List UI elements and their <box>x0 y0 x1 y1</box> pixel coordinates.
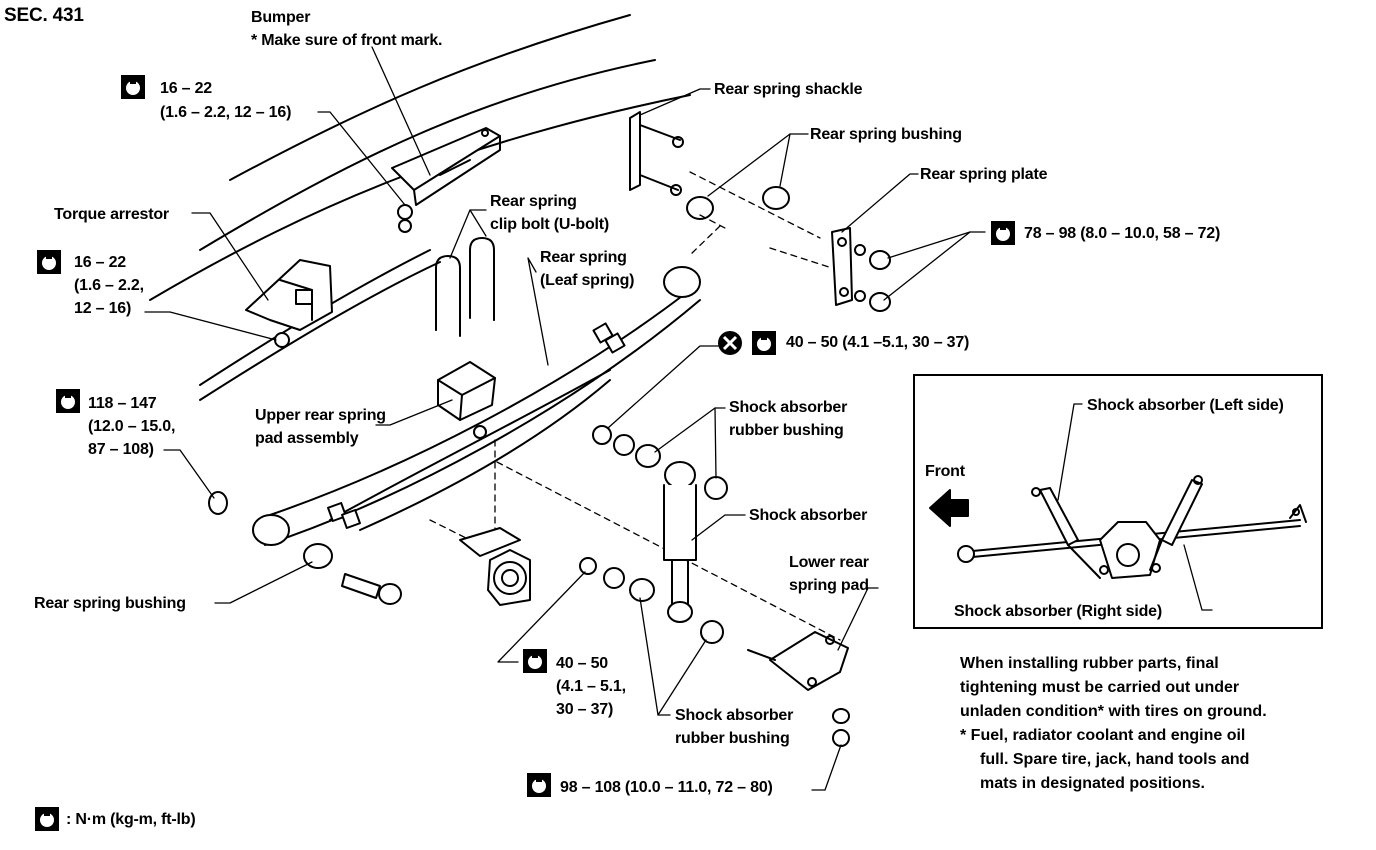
rear-bushing-bolt-part <box>208 491 402 605</box>
label-rear-spring-shackle: Rear spring shackle <box>714 81 863 98</box>
torque-wrench-icon <box>35 807 59 831</box>
torque-spec-shock-upper: 40 – 50 (4.1 –5.1, 30 – 37) <box>786 334 970 351</box>
lower-spring-pad-part <box>747 631 850 747</box>
rear-spring-bushings-top <box>686 186 790 220</box>
upper-spring-pad-part <box>437 361 496 421</box>
torque-spec-torque-arrestor: 16 – 22(1.6 – 2.2,12 – 16) <box>74 254 144 317</box>
installation-notes: When installing rubber parts, final tigh… <box>960 655 1267 792</box>
leaf-spring-part <box>252 266 701 546</box>
front-arrow-icon <box>929 489 969 527</box>
torque-wrench-icon <box>56 389 80 413</box>
shock-lower-hardware <box>579 557 724 644</box>
u-bolts-part <box>435 237 495 337</box>
shock-upper-hardware <box>592 425 728 500</box>
inset-label-shock-right: Shock absorber (Right side) <box>954 603 1162 620</box>
torque-unit-legend: : N·m (kg-m, ft-lb) <box>66 811 196 828</box>
torque-wrench-icon <box>991 221 1015 245</box>
label-torque-arrestor: Torque arrestor <box>54 206 169 223</box>
torque-arrestor-part <box>245 259 333 348</box>
leader-lines <box>144 46 986 791</box>
torque-spec-spring-plate: 78 – 98 (8.0 – 10.0, 58 – 72) <box>1024 225 1221 242</box>
torque-wrench-icon <box>121 75 145 99</box>
label-leaf-spring: Rear spring(Leaf spring) <box>540 249 635 289</box>
bumper-part <box>391 127 501 233</box>
torque-spec-bumper: 16 – 22 <box>160 80 212 97</box>
label-shock-absorber: Shock absorber <box>749 507 868 524</box>
label-rear-spring-plate: Rear spring plate <box>920 166 1048 183</box>
section-number: SEC. 431 <box>4 5 84 26</box>
label-bumper: Bumper <box>251 9 311 26</box>
rear-spring-plate-part <box>831 227 891 312</box>
torque-wrench-icon <box>523 649 547 673</box>
torque-spec-shock-lower: 40 – 50(4.1 – 5.1,30 – 37) <box>556 655 626 718</box>
axle-bracket-part <box>459 527 531 606</box>
rear-spring-shackle-part <box>629 111 684 196</box>
torque-wrench-icon <box>752 331 776 355</box>
inset-label-front: Front <box>925 463 965 480</box>
torque-spec-bumper-detail: (1.6 – 2.2, 12 – 16) <box>160 104 292 121</box>
torque-wrench-icon <box>37 250 61 274</box>
inset-label-shock-left: Shock absorber (Left side) <box>1087 397 1284 414</box>
inset-schematic <box>929 403 1307 611</box>
label-rear-spring-bushing-bottom: Rear spring bushing <box>34 595 186 612</box>
label-rear-spring-bushing-top: Rear spring bushing <box>810 126 962 143</box>
shock-absorber-part <box>663 461 697 623</box>
torque-wrench-icon <box>527 773 551 797</box>
replace-part-x-icon <box>718 331 742 355</box>
inset-box <box>913 374 1323 629</box>
torque-spec-lower-pad: 98 – 108 (10.0 – 11.0, 72 – 80) <box>560 779 773 796</box>
label-bumper-note: * Make sure of front mark. <box>251 32 443 49</box>
torque-spec-spring-bolt: 118 – 147(12.0 – 15.0,87 – 108) <box>88 395 176 458</box>
